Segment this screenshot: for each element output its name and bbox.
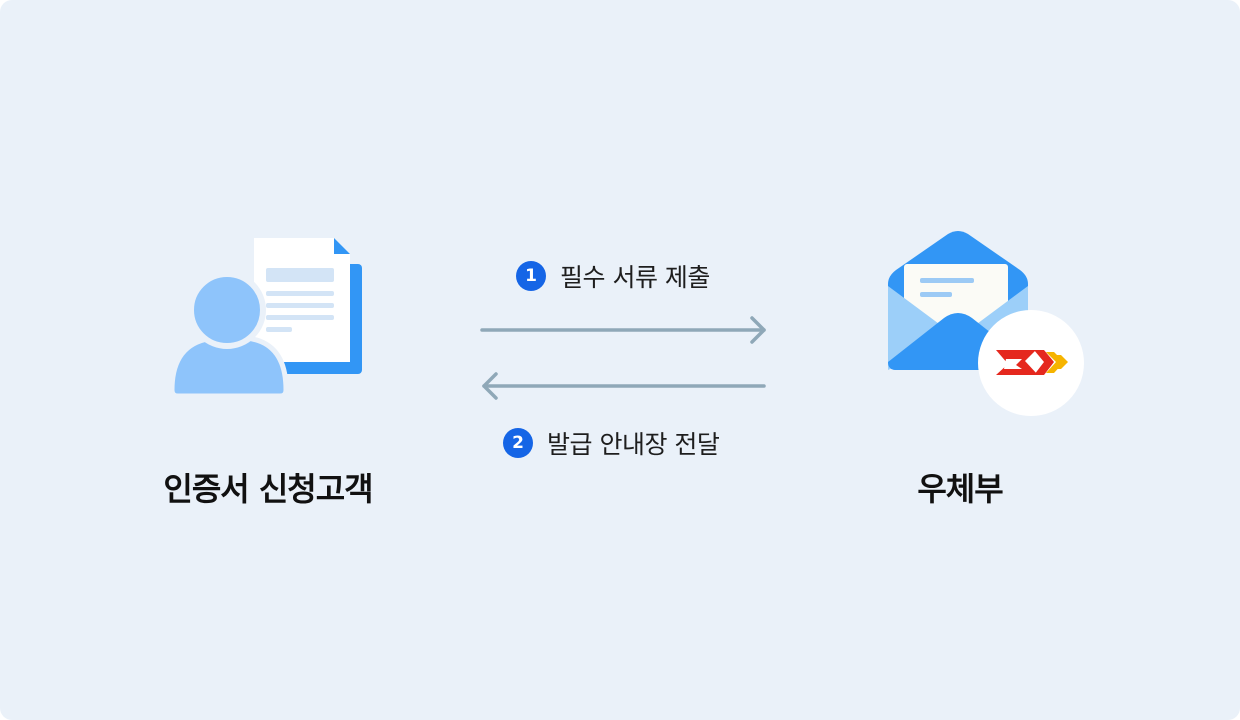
customer-label: 인증서 신청고객	[163, 470, 373, 508]
document-line	[266, 291, 334, 296]
step-number-badge: 1	[516, 261, 546, 291]
document-fold-corner	[334, 238, 350, 254]
step-number-badge: 2	[503, 428, 533, 458]
document-line	[266, 315, 334, 320]
letter-line	[920, 292, 952, 297]
step-submit-documents: 1 필수 서류 제출	[516, 258, 710, 294]
person-with-document-icon	[168, 232, 368, 402]
arrow-left-icon	[482, 372, 766, 400]
person-body	[169, 335, 289, 399]
document-line	[266, 327, 292, 332]
person-head	[188, 271, 266, 349]
step-deliver-notice: 2 발급 안내장 전달	[503, 425, 720, 461]
post-logo-badge	[978, 310, 1084, 416]
arrow-right-icon	[480, 316, 766, 344]
document-line	[266, 303, 334, 308]
exchange-arrows	[480, 316, 766, 400]
step-text: 필수 서류 제출	[560, 263, 710, 292]
document-header-bar	[266, 268, 334, 282]
post-logo-mark	[996, 350, 1068, 375]
step-text: 발급 안내장 전달	[547, 430, 720, 459]
letter-line	[920, 278, 974, 283]
envelope-with-post-logo-icon	[884, 228, 1090, 420]
post-label: 우체부	[917, 470, 1003, 508]
